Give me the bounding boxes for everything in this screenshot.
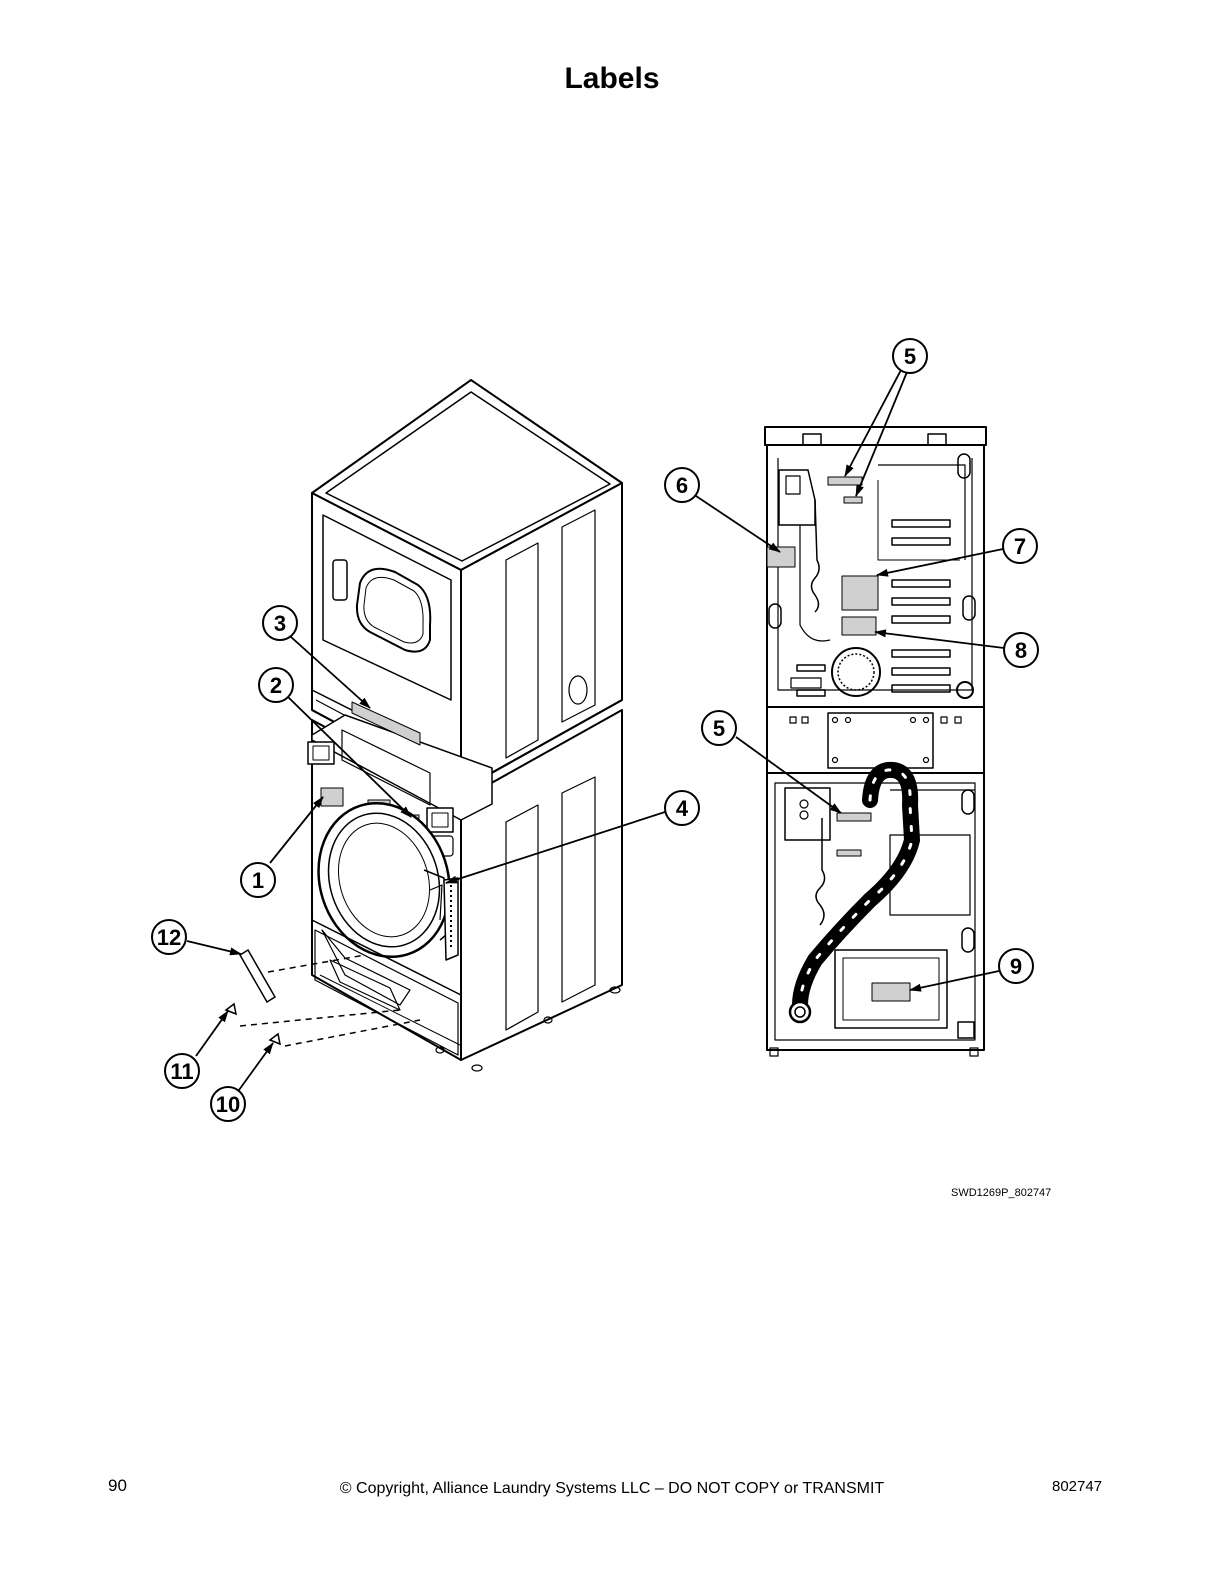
callout-5-lower: 5 [701, 710, 737, 746]
label-7-shape [841, 575, 879, 611]
leader-lines [186, 369, 1005, 1091]
label-1-shape [320, 787, 344, 807]
footer-copyright: © Copyright, Alliance Laundry Systems LL… [339, 1480, 885, 1497]
callout-5-upper-text: 5 [904, 344, 916, 369]
label-10-shape [268, 1032, 282, 1046]
callout-3-text: 3 [274, 611, 286, 636]
drain-hose [788, 761, 921, 1024]
callout-5-upper: 5 [892, 338, 928, 374]
callout-1-text: 1 [252, 868, 264, 893]
callout-11-text: 11 [170, 1059, 193, 1084]
callout-2: 2 [258, 667, 294, 703]
callout-7-text: 7 [1014, 534, 1026, 559]
callout-3: 3 [262, 605, 298, 641]
callout-8: 8 [1003, 632, 1039, 668]
callout-4: 4 [664, 790, 700, 826]
callout-5-lower-text: 5 [713, 716, 725, 741]
callout-1: 1 [240, 862, 276, 898]
loose-labels [224, 948, 421, 1047]
callouts: 1 2 3 4 5 5 6 7 8 9 10 11 12 [151, 338, 1039, 1122]
label-8-shape [841, 616, 877, 636]
callout-4-text: 4 [676, 796, 689, 821]
callout-9-text: 9 [1010, 954, 1022, 979]
callout-11: 11 [164, 1053, 200, 1089]
callout-10-text: 10 [216, 1092, 240, 1117]
label-3-shape [351, 701, 421, 746]
label-5-upper-a [827, 476, 863, 486]
page-title: Labels [564, 62, 660, 95]
figure-code: SWD1269P_802747 [951, 1187, 1052, 1199]
label-12-shape [238, 948, 277, 1004]
callout-2-text: 2 [270, 673, 282, 698]
footer-page-number: 90 [108, 1476, 127, 1495]
footer-document-number: 802747 [1052, 1478, 1103, 1495]
callout-6: 6 [664, 467, 700, 503]
label-9-shape [871, 982, 911, 1002]
callout-7: 7 [1002, 528, 1038, 564]
label-5-upper-b [843, 496, 863, 504]
rear-view-machine [764, 426, 987, 1057]
label-11-shape [224, 1002, 238, 1016]
callout-12: 12 [151, 919, 187, 955]
callout-9: 9 [998, 948, 1034, 984]
callout-6-text: 6 [676, 473, 688, 498]
callout-12-text: 12 [157, 925, 181, 950]
front-view-machine [307, 379, 623, 1072]
callout-10: 10 [210, 1086, 246, 1122]
label-6-shape [766, 546, 796, 568]
label-5-lower-a [836, 812, 872, 822]
callout-8-text: 8 [1015, 638, 1027, 663]
label-5-lower-b [836, 849, 862, 857]
